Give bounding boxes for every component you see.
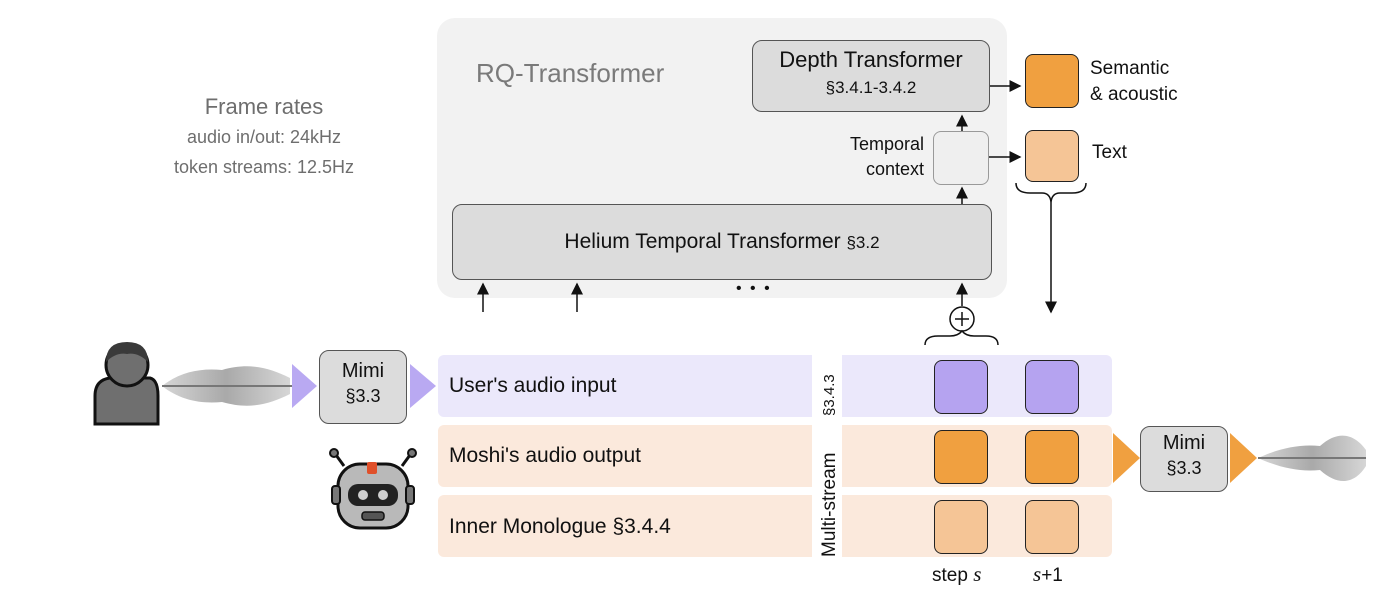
helium-temporal-transformer-box: Helium Temporal Transformer §3.2: [452, 204, 992, 280]
text-token: [1025, 130, 1079, 182]
inner-monologue-stream: [438, 495, 1112, 557]
helium-section: §3.2: [846, 233, 880, 252]
rq-transformer-title: RQ-Transformer: [476, 58, 665, 88]
semantic-label-line2: & acoustic: [1090, 84, 1178, 105]
mimi-encoder-box: Mimi §3.3: [319, 350, 407, 424]
moshi-token-s: [934, 430, 988, 484]
mimi-out-arrow-icon: [1230, 433, 1257, 483]
ellipsis: • • •: [736, 280, 772, 297]
temporal-context-line2: context: [865, 159, 924, 179]
mimi-encoder-section: §3.3: [345, 386, 381, 406]
mimi-encoder-name: Mimi: [341, 360, 385, 382]
user-arrow-icon: [292, 364, 317, 408]
step-var: s: [973, 562, 982, 586]
frame-rates-audio: audio in/out: 24kHz: [186, 127, 342, 147]
text-token-s1: [1025, 500, 1079, 554]
frame-rates-note: Frame rates audio in/out: 24kHz token st…: [130, 92, 398, 182]
stream-to-mimi-arrow-icon: [1113, 433, 1140, 483]
inner-stream-label: Inner Monologue §3.4.4: [449, 515, 671, 538]
text-token-s: [934, 500, 988, 554]
frame-rates-title: Frame rates: [204, 94, 324, 119]
curly-brace-icon: [1015, 182, 1087, 203]
moshi-token-s1: [1025, 430, 1079, 484]
mimi-decoder-section: §3.3: [1166, 458, 1202, 478]
step-s-label: step s: [932, 562, 981, 587]
semantic-acoustic-label: Semantic & acoustic: [1090, 56, 1178, 108]
audio-waveform-icon: [1258, 435, 1366, 482]
mimi-decoder-name: Mimi: [1162, 432, 1206, 454]
step-s1-label: s+1: [1033, 562, 1063, 587]
text-output-label: Text: [1092, 142, 1127, 163]
user-stream-label: User's audio input: [449, 374, 617, 397]
semantic-acoustic-token: [1025, 54, 1079, 108]
frame-rates-tokens: token streams: 12.5Hz: [173, 157, 355, 177]
audio-waveform-icon: [162, 366, 292, 406]
mimi-to-stream-arrow-icon: [410, 364, 436, 408]
step1-suffix: +1: [1041, 565, 1063, 586]
curly-brace-icon: [924, 329, 999, 346]
step-prefix: step: [932, 565, 974, 586]
depth-transformer-title: Depth Transformer: [779, 47, 963, 72]
multi-stream-divider: [812, 355, 842, 557]
depth-transformer-section: §3.4.1-3.4.2: [825, 78, 917, 97]
robot-icon: [329, 448, 417, 530]
step1-var: s: [1033, 562, 1042, 586]
moshi-audio-stream: [438, 425, 1112, 487]
temporal-context-label: Temporal context: [812, 132, 924, 182]
moshi-stream-label: Moshi's audio output: [449, 444, 641, 467]
temporal-context-line1: Temporal: [849, 134, 924, 154]
mimi-decoder-box: Mimi §3.3: [1140, 426, 1228, 492]
temporal-context-box: [933, 131, 989, 185]
helium-title: Helium Temporal Transformer: [564, 230, 841, 253]
user-audio-stream: [438, 355, 1112, 417]
user-token-s1: [1025, 360, 1079, 414]
semantic-label-line1: Semantic: [1090, 58, 1170, 79]
user-avatar-icon: [93, 342, 160, 426]
depth-transformer-box: Depth Transformer §3.4.1-3.4.2: [752, 40, 990, 112]
user-token-s: [934, 360, 988, 414]
